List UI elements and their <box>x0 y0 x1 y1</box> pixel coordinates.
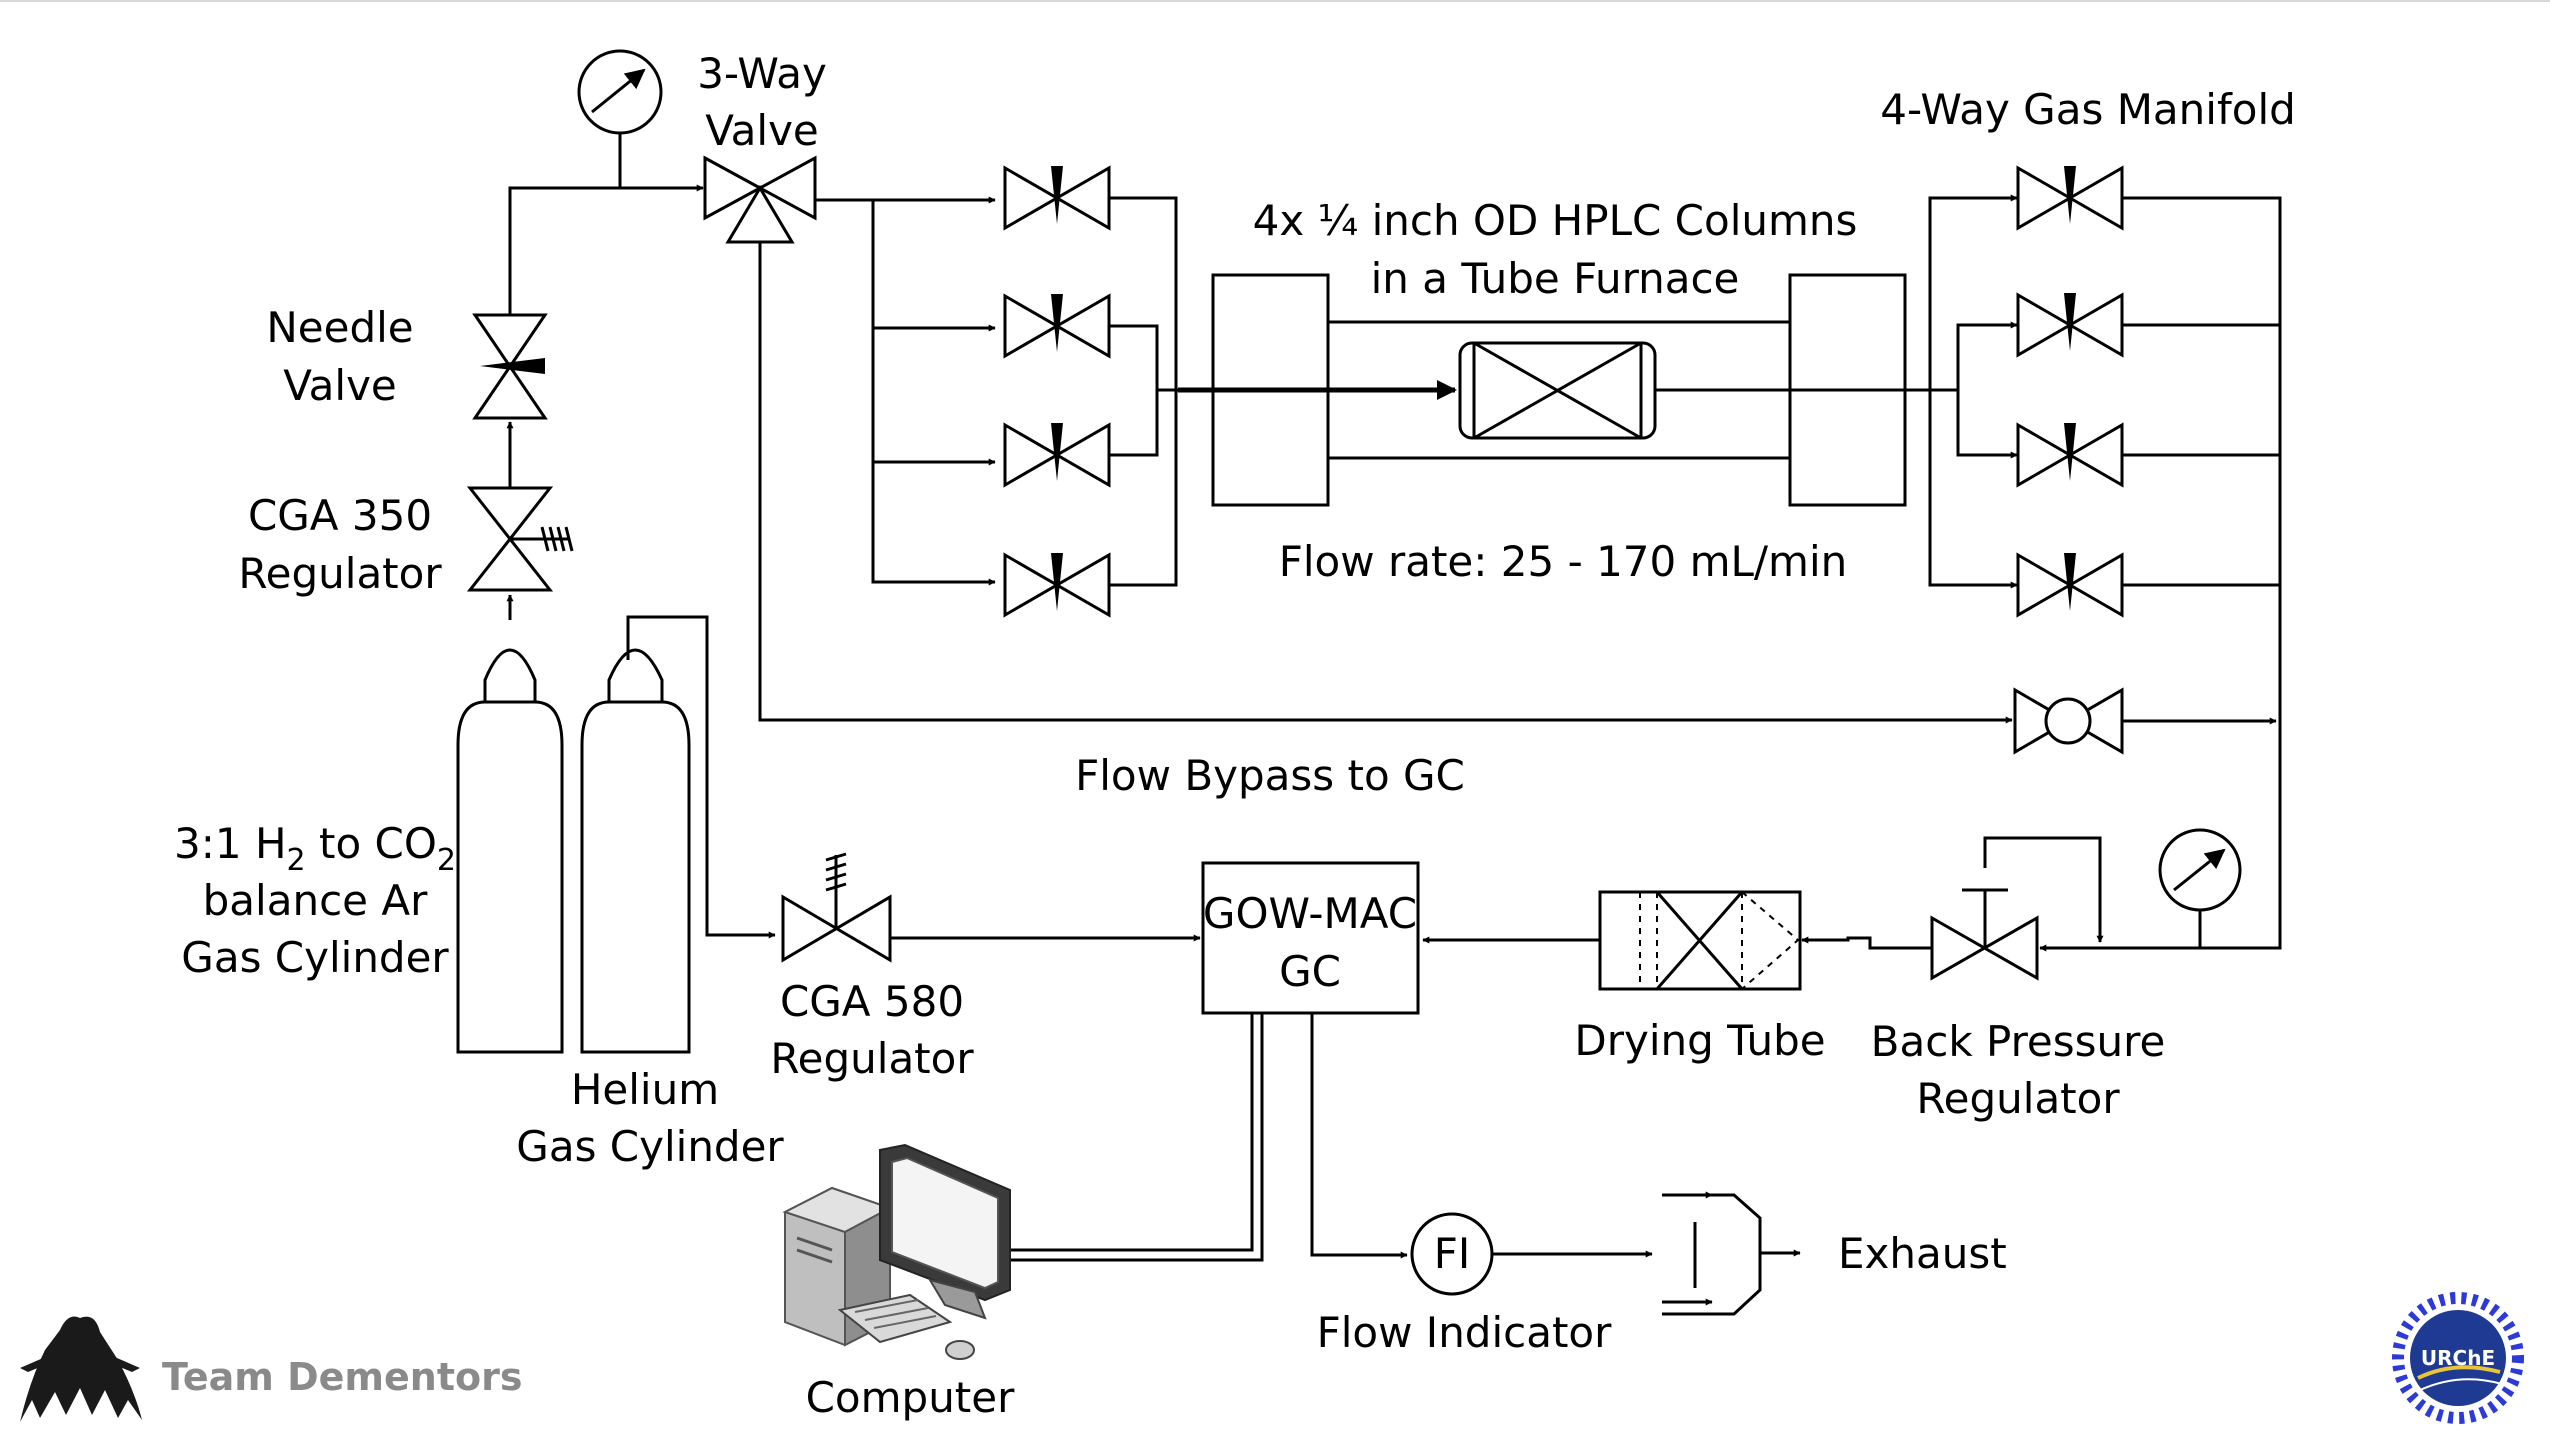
gas-mix-formula: 3:1 H2 to CO2 <box>174 819 456 878</box>
flow-rate-label: Flow rate: 25 - 170 mL/min <box>1279 537 1848 586</box>
manifold-valve-4 <box>2016 551 2124 617</box>
bpr-label: Back Pressure Regulator <box>1871 1017 2166 1123</box>
svg-text:Gas Cylinder: Gas Cylinder <box>516 1122 784 1171</box>
svg-text:CGA 580: CGA 580 <box>780 977 964 1026</box>
flow-indicator-label: Flow Indicator <box>1317 1308 1613 1357</box>
bypass-line <box>758 242 2013 724</box>
svg-text:Needle: Needle <box>266 303 413 352</box>
pressure-gauge-icon <box>577 49 663 135</box>
computer-icon <box>782 1143 1011 1360</box>
svg-text:Regulator: Regulator <box>1916 1074 2120 1123</box>
svg-text:Gas Cylinder: Gas Cylinder <box>181 933 449 982</box>
bypass-ball-valve <box>2013 687 2124 755</box>
helium-label: Helium Gas Cylinder <box>516 1065 784 1171</box>
urche-logo-icon <box>2392 1292 2524 1424</box>
svg-text:Helium: Helium <box>571 1065 719 1114</box>
svg-text:3-Way: 3-Way <box>697 49 827 98</box>
fi-symbol-text: FI <box>1434 1229 1471 1278</box>
svg-text:4x ¼ inch OD HPLC Columns: 4x ¼ inch OD HPLC Columns <box>1253 196 1858 245</box>
bypass-label: Flow Bypass to GC <box>1075 751 1465 800</box>
svg-text:CGA 350: CGA 350 <box>248 491 432 540</box>
svg-text:Regulator: Regulator <box>770 1034 974 1083</box>
tube-furnace <box>1178 273 1958 507</box>
team-name: Team Dementors <box>162 1355 522 1399</box>
helium-gas-cylinder <box>580 648 691 1054</box>
drying-tube-label: Drying Tube <box>1574 1016 1825 1065</box>
hplc-columns-symbol <box>1458 341 1657 440</box>
svg-text:Valve: Valve <box>283 361 397 410</box>
manifold-collector-lines <box>2122 196 2282 950</box>
outlet-split-lines <box>1928 194 2018 589</box>
top-border <box>0 0 2550 2</box>
gc-to-computer-cable <box>1010 1013 1264 1262</box>
exhaust-vent-icon <box>1662 1191 1801 1316</box>
bpr-to-drying-line <box>1801 936 1932 950</box>
three-way-valve-label: 3-Way Valve <box>697 49 827 155</box>
gc-box <box>1201 861 1420 1015</box>
drying-tube-symbol <box>1598 890 1802 991</box>
svg-text:in a Tube Furnace: in a Tube Furnace <box>1371 254 1740 303</box>
manifold-label: 4-Way Gas Manifold <box>1880 85 2296 134</box>
manifold-valve-2 <box>2016 291 2124 357</box>
needle-valve-label: Needle Valve <box>266 303 413 410</box>
svg-text:GOW-MAC: GOW-MAC <box>1203 889 1417 938</box>
svg-text:GC: GC <box>1279 947 1341 996</box>
inlet-valve-2 <box>1003 292 1111 358</box>
needle-valve-symbol <box>472 313 548 420</box>
manifold-valve-3 <box>2016 421 2124 487</box>
dementor-logo-icon <box>20 1316 142 1422</box>
svg-text:balance Ar: balance Ar <box>203 876 428 925</box>
gc-label: GOW-MAC GC <box>1203 889 1417 996</box>
three-way-valve-symbol <box>703 155 817 244</box>
urche-logo-text: URChE <box>2421 1346 2495 1370</box>
needle-to-3way-line <box>508 184 704 315</box>
svg-text:Regulator: Regulator <box>238 549 442 598</box>
inlet-valve-4 <box>1003 551 1111 617</box>
gc-to-flow-indicator-line <box>1310 1013 1408 1259</box>
cga580-regulator-symbol <box>781 852 892 963</box>
feed-split-lines <box>815 196 996 586</box>
cga350-label: CGA 350 Regulator <box>238 491 442 598</box>
computer-label: Computer <box>806 1373 1016 1422</box>
svg-text:Back Pressure: Back Pressure <box>1871 1017 2166 1066</box>
gas-cylinder-label: 3:1 H2 to CO2 balance Ar Gas Cylinder <box>174 819 456 982</box>
bpr-pressure-gauge-icon <box>2158 828 2242 912</box>
cga580-label: CGA 580 Regulator <box>770 977 974 1083</box>
manifold-valve-1 <box>2016 164 2124 230</box>
exhaust-label: Exhaust <box>1838 1229 2007 1278</box>
mix-gas-cylinder <box>456 648 564 1054</box>
columns-label: 4x ¼ inch OD HPLC Columns in a Tube Furn… <box>1253 196 1858 303</box>
helium-to-cga580-line <box>626 615 776 939</box>
cga350-regulator-symbol <box>466 486 574 592</box>
svg-text:Valve: Valve <box>705 106 819 155</box>
inlet-valve-1 <box>1003 164 1111 230</box>
inlet-valve-3 <box>1003 421 1111 487</box>
back-pressure-regulator-symbol <box>1930 836 2104 981</box>
